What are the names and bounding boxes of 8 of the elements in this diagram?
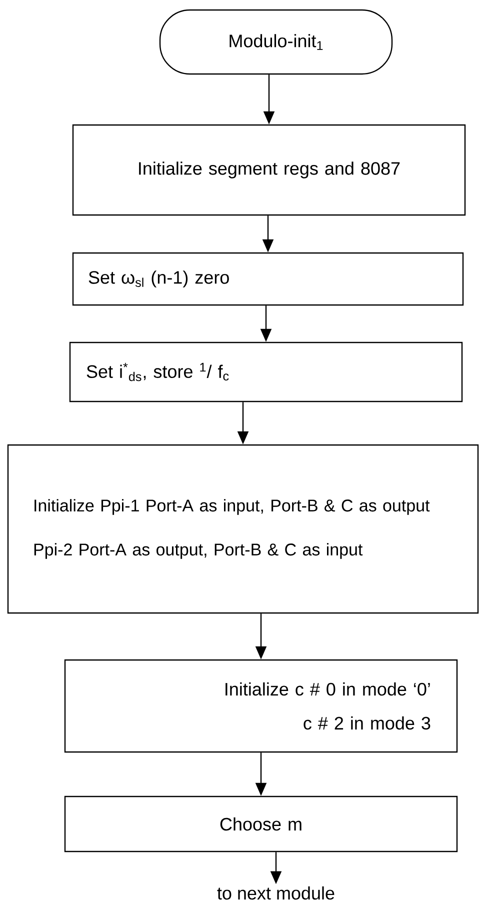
process-box: Initialize segment regs and 8087 [72, 124, 466, 216]
end-label: to next module [217, 886, 334, 900]
process-box: Set i$^{*}$$_{ds}$, store $^{1}$/ f$_{c}$ [69, 342, 463, 402]
terminal-box: Modulo-init$_{1}$ [159, 9, 393, 75]
process-box: Set ω$_{sl}$ (n-1) zero [72, 252, 464, 306]
process-box: Choose m [64, 796, 458, 852]
process-box: Initialize Ppi-1 Port-A as input, Port-B & C as output Ppi-2 Port-A as output, Port-B & C as input [7, 444, 479, 614]
process-box: Initialize c # 0 in mode ‘0’ c # 2 in mode 3 [64, 659, 458, 753]
